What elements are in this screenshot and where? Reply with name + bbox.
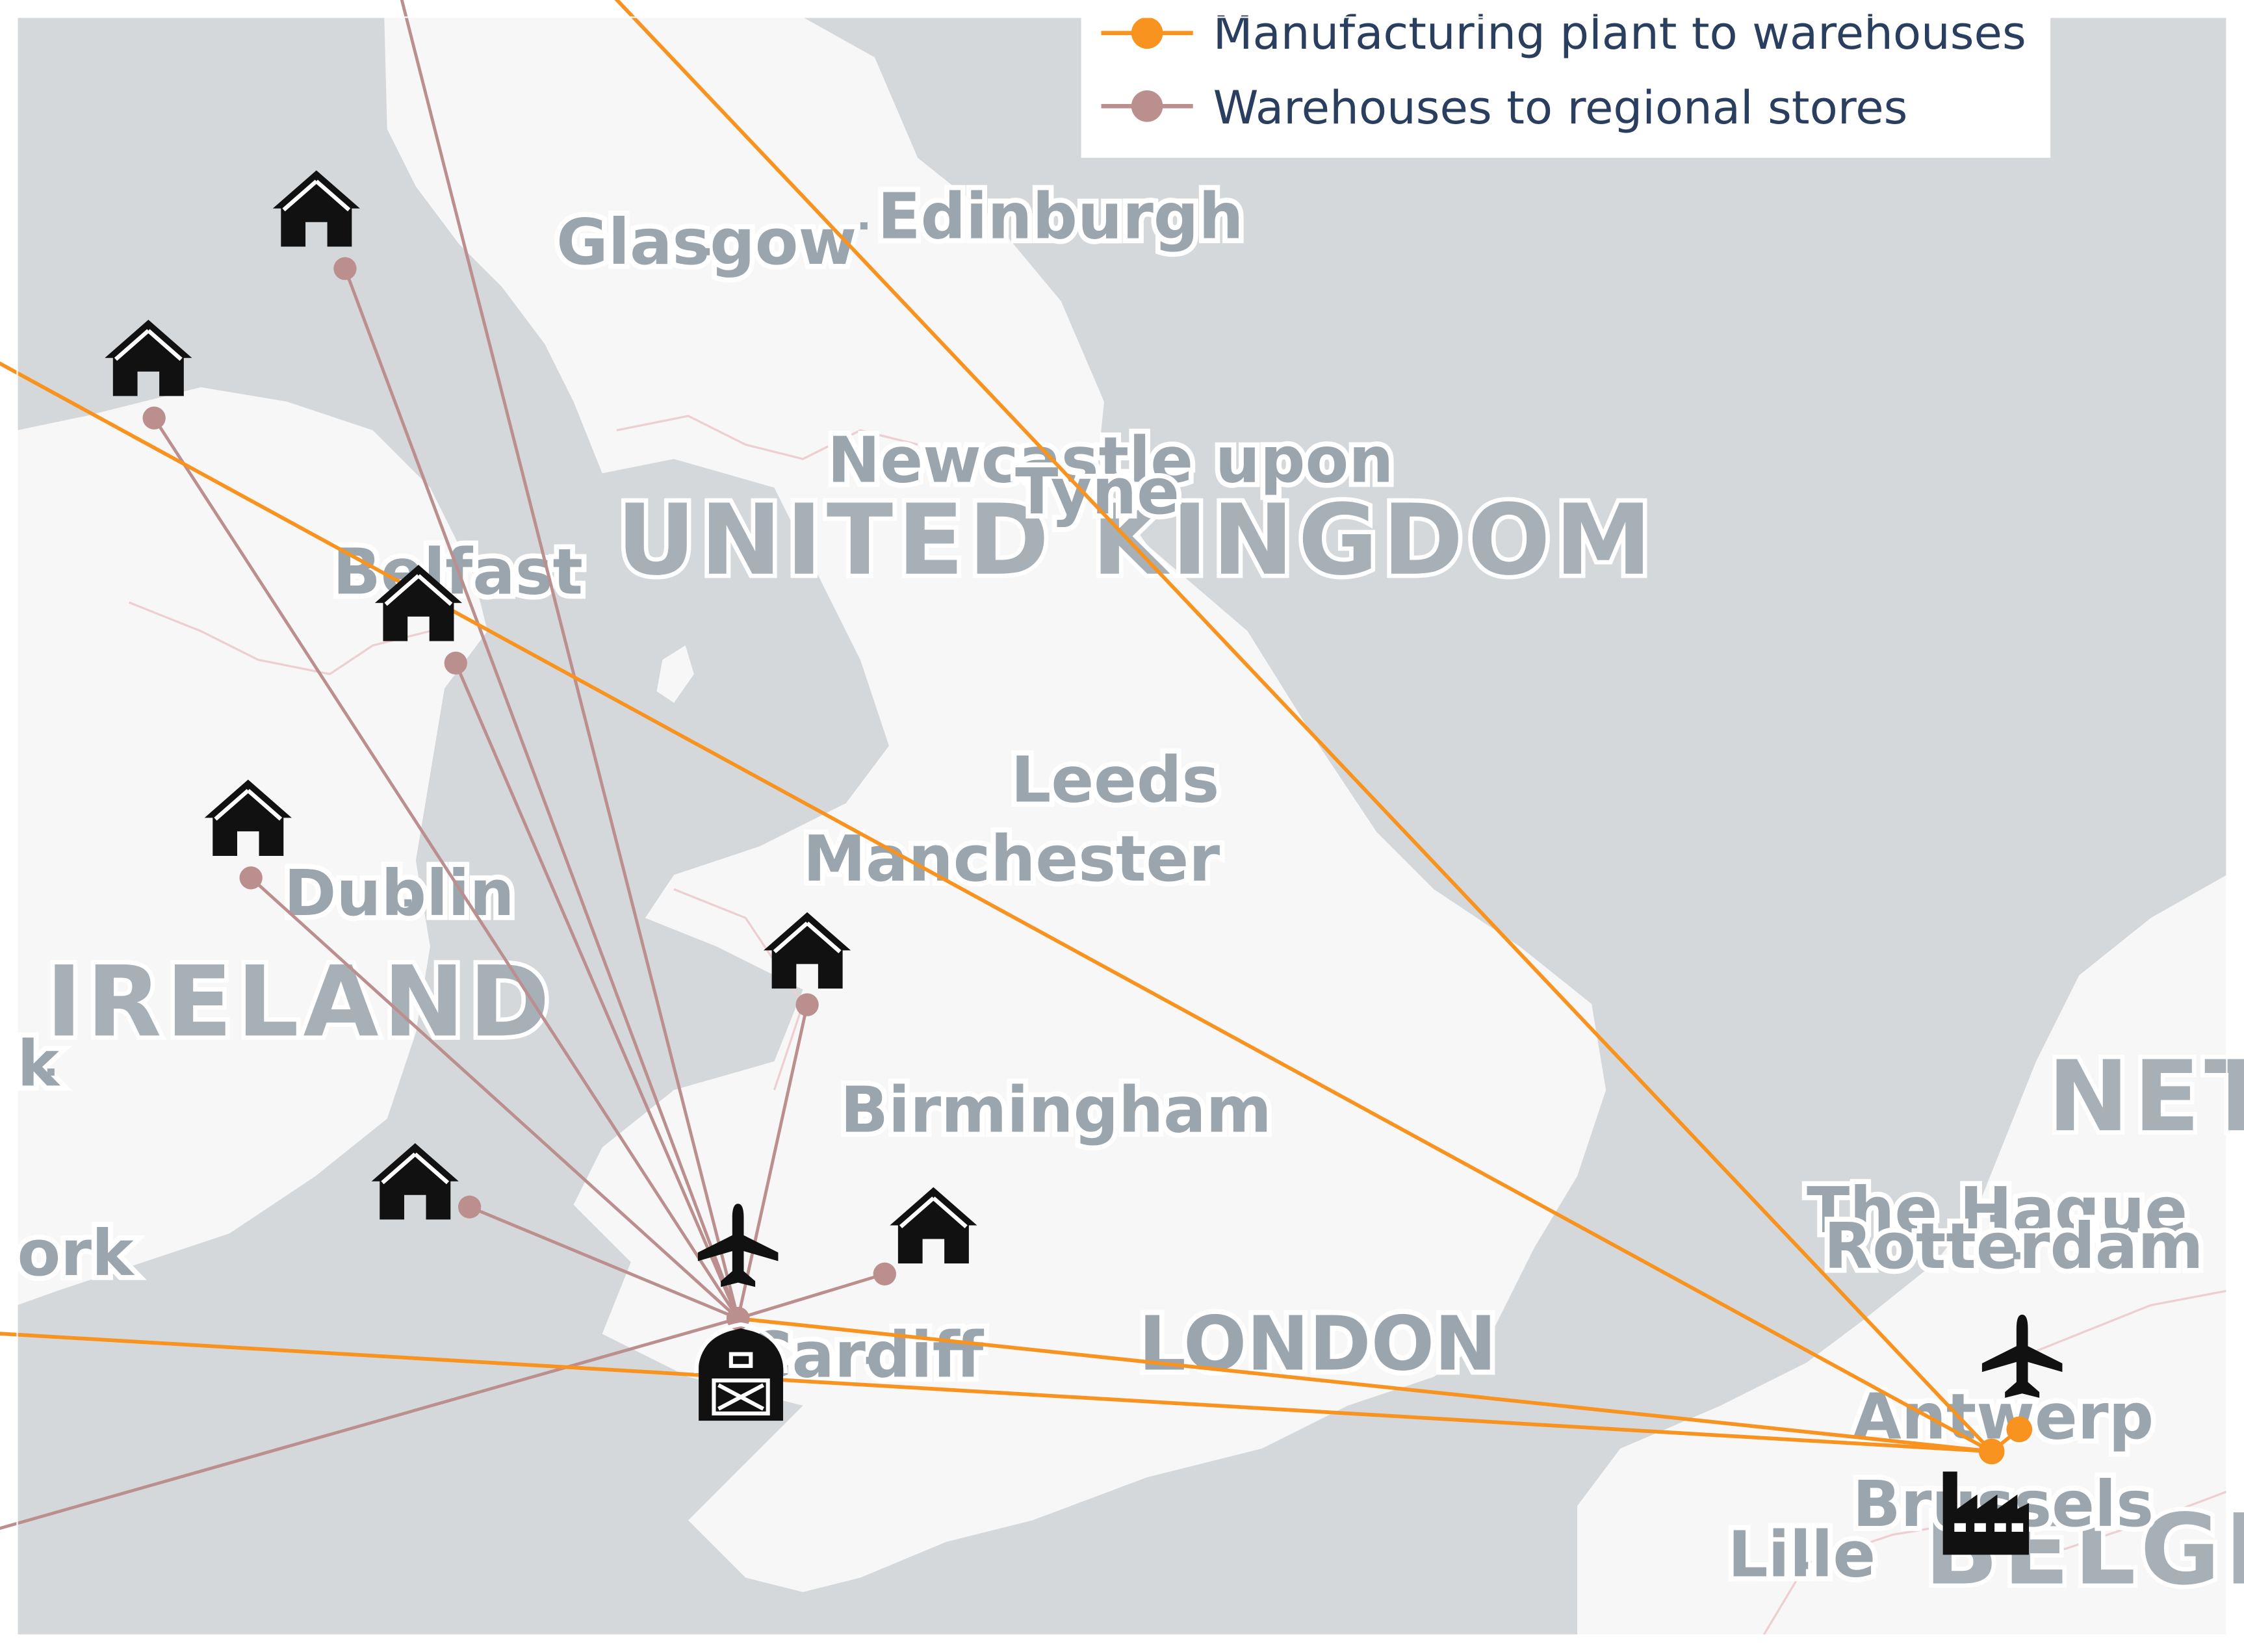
legend-label: Warehouses to regional stores xyxy=(1213,81,1908,135)
city-label: Newcastle upon xyxy=(827,424,1393,497)
route-line-store xyxy=(736,1004,809,1319)
continent-landmass xyxy=(1577,875,2227,1635)
route-line-store xyxy=(454,662,740,1319)
store-marker[interactable] xyxy=(239,866,263,890)
legend-swatch-marker xyxy=(1131,90,1163,122)
route-line-store xyxy=(400,0,740,1319)
barn-warehouse-icon xyxy=(696,1324,786,1421)
country-label: NETHER xyxy=(2048,1040,2244,1154)
legend-swatch-marker xyxy=(1131,17,1163,49)
city-label: LONDON xyxy=(1139,1301,1497,1388)
map-border xyxy=(16,16,2228,1636)
legend-item-warehouses[interactable]: Warehouses to regional stores xyxy=(1101,81,1908,135)
route-line-store xyxy=(469,1206,739,1321)
legend-item-manufacturing[interactable]: Manufacturing plant to warehouses xyxy=(1101,6,2026,60)
city-label: Leeds xyxy=(1011,743,1220,817)
route-line-store xyxy=(153,417,740,1320)
store-marker[interactable] xyxy=(444,651,467,675)
city-label: Tyne xyxy=(1015,455,1180,528)
city-label: ork xyxy=(17,1217,135,1290)
city-label: Manchester xyxy=(803,822,1220,896)
city-label: Dublin xyxy=(284,857,515,930)
route-line-store xyxy=(737,1272,886,1321)
ireland-landmass xyxy=(17,387,488,1306)
city-label: Lille xyxy=(1728,1517,1876,1591)
great-britain-landmass xyxy=(384,17,1606,1592)
store-marker[interactable] xyxy=(142,406,166,430)
route-line-store xyxy=(250,876,740,1320)
routes-warehouses-to-stores xyxy=(0,0,886,1530)
routes-plant-to-warehouses xyxy=(0,0,2021,1454)
isle-of-man xyxy=(656,645,694,703)
warehouse-marker[interactable] xyxy=(2006,1416,2033,1443)
route-line-store xyxy=(0,1317,739,1530)
legend-box xyxy=(1081,17,2051,158)
legend-label: Manufacturing plant to warehouses xyxy=(1213,6,2026,60)
city-label: The Hague xyxy=(1807,1174,2187,1247)
land-masses xyxy=(17,17,2227,1635)
city-label: Edinburgh xyxy=(877,179,1243,253)
city-label: Glasgow xyxy=(556,205,857,279)
country-labels: UNITED KINGDOM IRELAND NETHER BELGIUM xyxy=(42,480,2244,1611)
store-marker[interactable] xyxy=(458,1195,482,1219)
route-line-warehouse xyxy=(614,0,1993,1453)
route-line-warehouse xyxy=(0,361,1993,1453)
city-label: k xyxy=(17,1027,60,1101)
store-marker[interactable] xyxy=(333,257,357,280)
city-label: Birmingham xyxy=(840,1073,1272,1146)
city-label: Rotterdam xyxy=(1824,1209,2204,1283)
store-marker[interactable] xyxy=(873,1262,896,1285)
plant-marker[interactable] xyxy=(1978,1438,2005,1465)
route-line-store xyxy=(343,268,740,1319)
legend: Manufacturing plant to warehouses Wareho… xyxy=(1081,6,2051,158)
country-label: UNITED KINGDOM xyxy=(617,484,1657,597)
route-line-warehouse xyxy=(738,1316,1992,1454)
store-marker[interactable] xyxy=(795,993,819,1016)
route-line-warehouse xyxy=(0,1332,1992,1454)
country-label: IRELAND xyxy=(46,946,554,1059)
